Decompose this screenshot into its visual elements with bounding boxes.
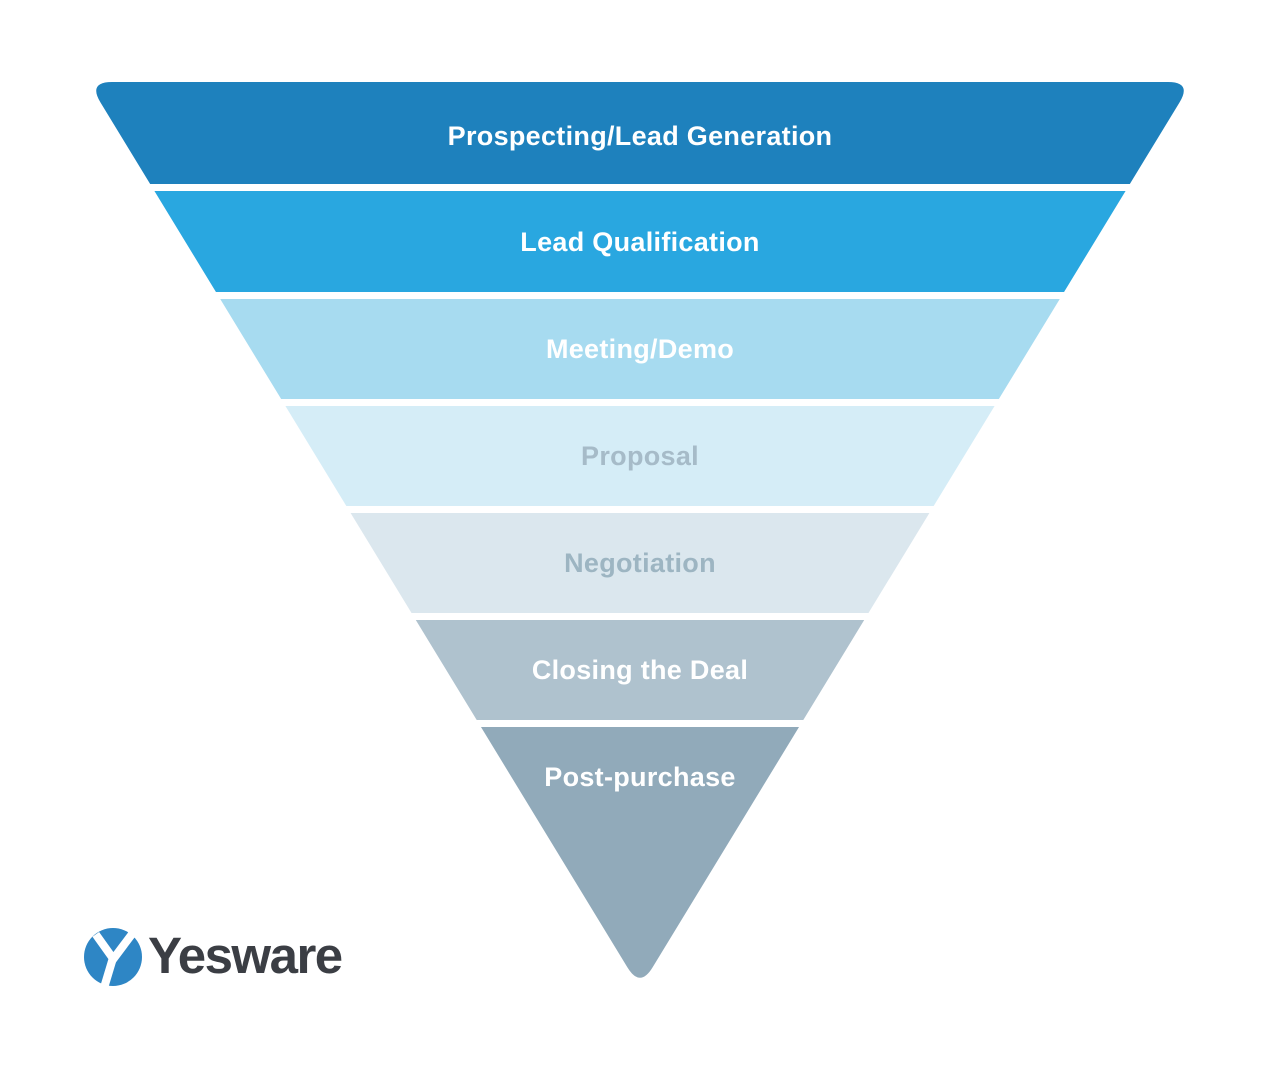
- funnel-label-postpurchase: Post-purchase: [544, 762, 735, 792]
- yesware-logo: Yesware: [84, 926, 343, 986]
- funnel-band-meeting: [96, 299, 1184, 399]
- yesware-y-icon: [84, 928, 142, 986]
- funnel-label-negotiation: Negotiation: [564, 548, 716, 578]
- funnel-label-qualification: Lead Qualification: [520, 227, 759, 257]
- funnel-label-meeting: Meeting/Demo: [546, 334, 734, 364]
- yesware-wordmark: Yesware: [148, 926, 343, 984]
- funnel-label-closing: Closing the Deal: [532, 655, 748, 685]
- funnel-band-qualification: [96, 191, 1184, 292]
- funnel-label-proposal: Proposal: [581, 441, 699, 471]
- funnel-label-prospecting: Prospecting/Lead Generation: [448, 121, 833, 151]
- funnel-band-prospecting: [96, 82, 1184, 184]
